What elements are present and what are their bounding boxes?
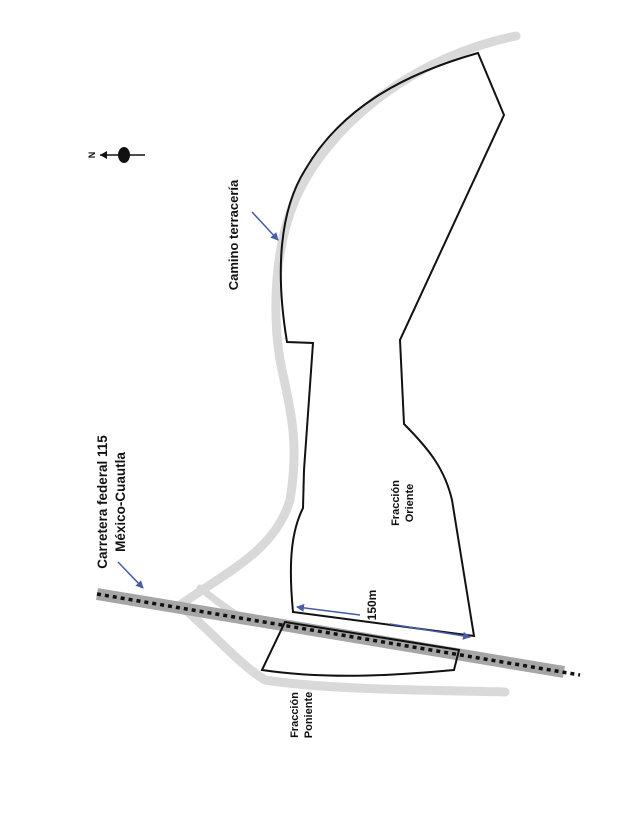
parcel-fraccion-oriente — [279, 51, 506, 638]
dirt-road-pointer-arrow — [251, 211, 279, 241]
dirt-road — [175, 31, 521, 610]
north-label: N — [87, 152, 97, 159]
road-branch — [175, 600, 510, 697]
distance-arrow-right — [389, 623, 471, 640]
highway-pointer-arrow — [117, 561, 144, 589]
fraccion-poniente-label-line1: Fracción — [289, 692, 301, 738]
highway-label-line2: México-Cuautla — [113, 452, 128, 552]
north-arrow — [100, 147, 145, 163]
fraccion-poniente-label-line2: Poniente — [303, 692, 315, 738]
highway-label-line1: Carretera federal 115 — [95, 435, 110, 569]
fraccion-oriente-label-line2: Oriente — [404, 484, 416, 523]
distance-label: 150m — [365, 590, 379, 621]
dirt-road-label: Camino terracería — [226, 179, 241, 290]
fraccion-oriente-label-line1: Fracción — [390, 480, 402, 526]
highway-centerline — [96, 592, 581, 677]
distance-arrow-left — [296, 603, 361, 616]
parcel-fraccion-poniente — [260, 620, 461, 677]
